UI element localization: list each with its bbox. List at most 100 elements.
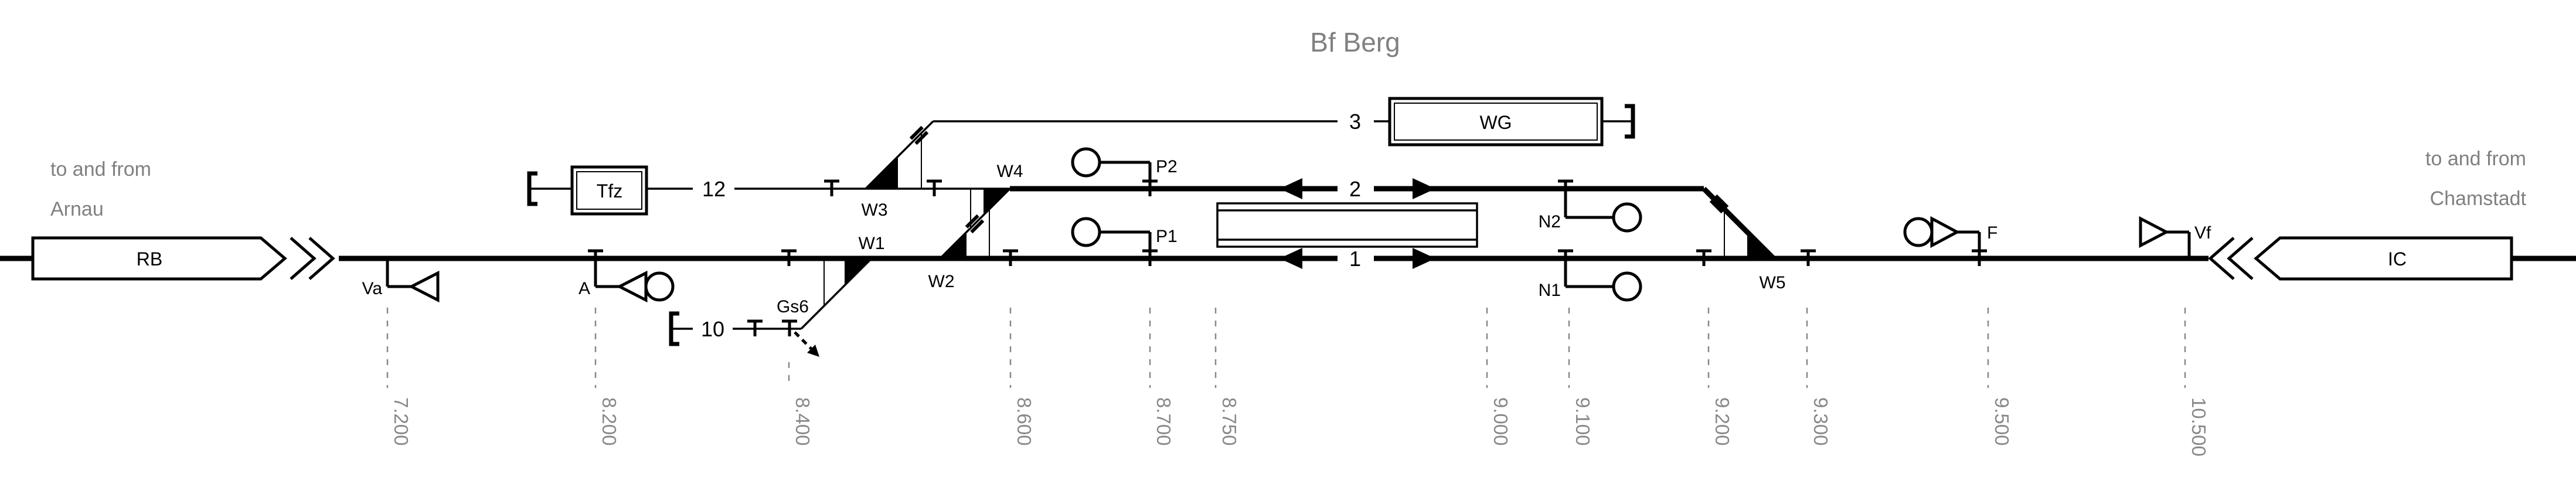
derailer-arrow-icon (794, 331, 812, 350)
switch-wedge-icon (866, 156, 898, 189)
km-marker-7200: 7.200 (386, 308, 412, 446)
km-label: 9.300 (1810, 397, 1832, 446)
direction-right-line2: Chamstadt (2430, 188, 2527, 210)
track-2-number: 2 (1349, 177, 1361, 201)
distant-signal-icon (2139, 216, 2170, 248)
tfz-label: Tfz (597, 180, 622, 202)
derailer-gs6: Gs6 (777, 297, 819, 357)
km-label: 9.100 (1572, 397, 1594, 446)
track-1-markers (781, 249, 1816, 266)
switch-w1-label: W1 (859, 234, 885, 253)
distant-signal-icon (1930, 216, 1961, 248)
insulated-joint-icon (1709, 194, 1729, 214)
derailer-arrowhead-icon (807, 345, 819, 357)
wg-box-inner (1394, 103, 1598, 141)
buffer-stop-icon (1625, 104, 1635, 139)
track-10-number: 10 (701, 317, 724, 341)
switch-wedge-icon (984, 189, 1010, 215)
km-ruler: 7.200 8.200 8.400 8.600 8.700 8.750 9.00… (386, 308, 2210, 456)
distant-signal-icon (616, 270, 648, 303)
switch-w2-label: W2 (928, 272, 955, 291)
km-marker-9100: 9.100 (1568, 308, 1594, 446)
signal-a-label: A (579, 279, 590, 298)
chevron-right-icon (290, 237, 317, 280)
switch-w2: W2 (928, 209, 990, 291)
track-1-number: 1 (1349, 247, 1361, 271)
signal-n1: N1 (1539, 249, 1642, 302)
direction-arrow-left-icon (1280, 248, 1302, 269)
main-signal-icon (644, 271, 675, 302)
km-label: 8.200 (598, 397, 620, 446)
track-marker-icon (824, 179, 839, 196)
chevron-right-icon (308, 237, 335, 280)
connecting-branch (939, 188, 1011, 260)
main-signal-icon (1612, 202, 1642, 233)
signal-n1-label: N1 (1539, 281, 1561, 300)
km-marker-9500: 9.500 (1987, 308, 2013, 446)
switch-wedge-icon (845, 258, 872, 285)
km-label: 8.700 (1153, 397, 1175, 446)
train-ic-label: IC (2388, 248, 2407, 270)
track-12: 12 Tfz (527, 165, 866, 216)
track-marker-icon (927, 179, 942, 196)
chevron-left-icon (2208, 237, 2235, 280)
switch-wedge-icon (1747, 232, 1774, 258)
direction-left-line2: Arnau (50, 198, 104, 220)
signal-a: A (579, 249, 675, 303)
signal-va-label: Va (362, 279, 383, 298)
km-marker-9000: 9.000 (1486, 308, 1512, 446)
signal-n2: N2 (1539, 179, 1642, 233)
track-1: 1 (0, 247, 2576, 271)
chevron-left-icon (2227, 237, 2254, 280)
derailer-label: Gs6 (777, 297, 809, 316)
switch-w5-branch (1702, 186, 1776, 261)
signal-p2: P2 (1071, 147, 1178, 196)
km-label: 8.750 (1219, 397, 1240, 446)
direction-right-line1: to and from (2425, 148, 2526, 170)
direction-arrow-right-icon (1413, 178, 1435, 199)
main-signal-icon (1071, 217, 1101, 247)
km-marker-9300: 9.300 (1806, 308, 1832, 446)
track-marker-icon (1801, 249, 1816, 266)
km-label: 8.400 (792, 397, 814, 446)
signal-p1-label: P1 (1156, 227, 1178, 246)
switch-w2-w4-link: W2 W4 (928, 162, 1023, 291)
km-label: 9.500 (1991, 397, 2013, 446)
signal-va: Va (362, 258, 440, 303)
train-rb: RB (31, 236, 335, 281)
switch-w3-label: W3 (862, 200, 888, 220)
signal-p1: P1 (1071, 217, 1178, 266)
signal-p2-label: P2 (1156, 157, 1178, 176)
insulated-joint-icon (965, 214, 985, 234)
km-marker-8400: 8.400 (788, 362, 814, 446)
signal-f-label: F (1987, 223, 1997, 243)
wg-label: WG (1479, 112, 1512, 133)
switch-w1: W1 (800, 234, 885, 330)
direction-arrow-left-icon (1280, 178, 1302, 199)
signal-vf-label: Vf (2194, 223, 2211, 243)
switch-w5: W5 (1709, 194, 1786, 292)
switch-w5-label: W5 (1760, 273, 1786, 292)
track-marker-icon (1003, 249, 1018, 266)
km-label: 9.000 (1490, 397, 1512, 446)
platform (1216, 202, 1478, 248)
main-signal-icon (1071, 147, 1101, 178)
insulated-joint-icon (909, 125, 929, 145)
tfz-box (570, 165, 648, 216)
station-title: Bf Berg (1310, 27, 1400, 57)
track-marker-icon (781, 249, 797, 266)
signal-f: F (1903, 216, 1997, 266)
main-signal-icon (1612, 271, 1642, 302)
track-2: 2 (1010, 177, 1776, 261)
signal-vf: Vf (2139, 216, 2211, 258)
tfz-box-inner (576, 171, 642, 210)
km-marker-9200: 9.200 (1707, 308, 1733, 446)
switch-w4: W4 (970, 162, 1023, 228)
direction-left-line1: to and from (50, 158, 151, 180)
train-rb-label: RB (137, 248, 162, 270)
km-marker-8200: 8.200 (594, 308, 620, 446)
distant-signal-icon (408, 270, 440, 303)
direction-arrow-right-icon (1413, 248, 1435, 269)
